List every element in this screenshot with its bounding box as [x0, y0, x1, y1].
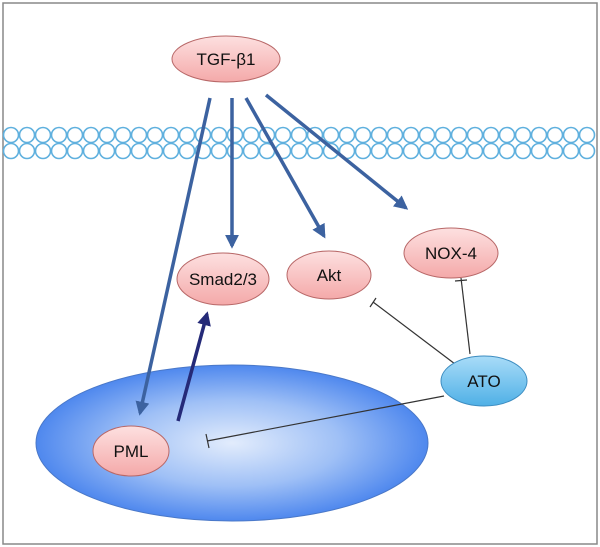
membrane-lipid-head	[514, 142, 532, 160]
arrow-tgf-to-pml	[135, 97, 212, 416]
membrane-lipid-head	[450, 126, 468, 144]
node-ato: ATO	[440, 355, 528, 407]
node-tgf-label: TGF-β1	[197, 50, 256, 69]
membrane-lipid-head	[386, 126, 404, 144]
membrane-lipid-head	[322, 126, 340, 144]
membrane-lipid-head	[578, 142, 596, 160]
cell-membrane	[2, 126, 596, 160]
membrane-lipid-head	[466, 126, 484, 144]
arrow-pml-to-smad	[176, 311, 211, 422]
membrane-lipid-head	[130, 142, 148, 160]
membrane-lipid-head	[402, 126, 420, 144]
membrane-lipid-head	[82, 126, 100, 144]
membrane-lipid-head	[418, 126, 436, 144]
inhibit-bar-nox	[454, 279, 468, 282]
ato-inhibitions	[205, 277, 471, 449]
membrane-lipid-head	[530, 142, 548, 160]
node-akt: Akt	[286, 250, 372, 300]
membrane-lipid-head	[498, 126, 516, 144]
node-pml: PML	[92, 425, 170, 477]
membrane-lipid-head	[450, 142, 468, 160]
membrane-lipid-head	[258, 126, 276, 144]
node-pml-label: PML	[114, 442, 149, 461]
membrane-lipid-head	[18, 142, 36, 160]
membrane-lipid-head	[34, 142, 52, 160]
arrow-tgf-to-nox	[264, 93, 409, 210]
membrane-lipid-head	[162, 142, 180, 160]
membrane-lipid-head	[114, 142, 132, 160]
membrane-lipid-head	[434, 126, 452, 144]
membrane-lipid-head	[194, 142, 212, 160]
membrane-lipid-head	[290, 126, 308, 144]
membrane-lipid-head	[242, 142, 260, 160]
membrane-lipid-head	[66, 126, 84, 144]
membrane-lipid-head	[66, 142, 84, 160]
node-nox-label: NOX-4	[425, 244, 477, 263]
membrane-lipid-head	[2, 126, 20, 144]
membrane-lipid-head	[178, 142, 196, 160]
membrane-lipid-head	[562, 142, 580, 160]
membrane-lipid-head	[130, 126, 148, 144]
membrane-lipid-head	[146, 142, 164, 160]
membrane-lipid-head	[162, 126, 180, 144]
membrane-lipid-head	[50, 142, 68, 160]
membrane-lipid-head	[226, 126, 244, 144]
membrane-lipid-head	[50, 126, 68, 144]
membrane-lipid-head	[466, 142, 484, 160]
membrane-lipid-head	[2, 142, 20, 160]
membrane-lipid-head	[562, 126, 580, 144]
membrane-lipid-head	[546, 126, 564, 144]
inhibit-ato-pml	[206, 395, 445, 442]
membrane-lipid-head	[498, 142, 516, 160]
node-tgf-beta1: TGF-β1	[171, 35, 281, 83]
membrane-lipid-head	[34, 126, 52, 144]
membrane-lipid-head	[210, 126, 228, 144]
membrane-lipid-head	[386, 142, 404, 160]
membrane-lipid-head	[370, 126, 388, 144]
node-ato-label: ATO	[467, 372, 500, 391]
membrane-lipid-head	[306, 126, 324, 144]
membrane-lipid-head	[306, 142, 324, 160]
membrane-lipid-head	[98, 126, 116, 144]
membrane-lipid-head	[226, 142, 244, 160]
inhibit-bar-pml	[205, 433, 210, 449]
membrane-lipid-head	[434, 142, 452, 160]
node-smad23: Smad2/3	[176, 252, 270, 306]
membrane-lipid-head	[210, 142, 228, 160]
membrane-lipid-head	[290, 142, 308, 160]
inhibit-bar-akt	[369, 297, 377, 308]
membrane-lipid-head	[354, 142, 372, 160]
membrane-lipid-head	[354, 126, 372, 144]
membrane-lipid-head	[402, 142, 420, 160]
membrane-lipid-head	[18, 126, 36, 144]
inhibit-ato-nox	[460, 277, 471, 355]
membrane-lipid-head	[98, 142, 116, 160]
membrane-lipid-head	[82, 142, 100, 160]
membrane-lipid-head	[546, 142, 564, 160]
node-nox4: NOX-4	[403, 227, 499, 279]
node-akt-label: Akt	[317, 266, 342, 285]
nucleus	[35, 364, 429, 522]
membrane-lipid-head	[370, 142, 388, 160]
membrane-lipid-head	[578, 126, 596, 144]
inhibit-ato-akt	[372, 301, 456, 365]
membrane-lipid-head	[274, 126, 292, 144]
membrane-lipid-head	[418, 142, 436, 160]
arrow-tgf-to-akt	[244, 97, 326, 239]
membrane-lipid-head	[530, 126, 548, 144]
node-smad-label: Smad2/3	[189, 270, 257, 289]
membrane-lipid-head	[338, 126, 356, 144]
membrane-lipid-head	[178, 126, 196, 144]
membrane-lipid-head	[114, 126, 132, 144]
membrane-lipid-head	[482, 142, 500, 160]
membrane-lipid-head	[146, 126, 164, 144]
membrane-lipid-head	[482, 126, 500, 144]
membrane-lipid-head	[242, 126, 260, 144]
membrane-lipid-head	[322, 142, 340, 160]
membrane-lipid-head	[514, 126, 532, 144]
